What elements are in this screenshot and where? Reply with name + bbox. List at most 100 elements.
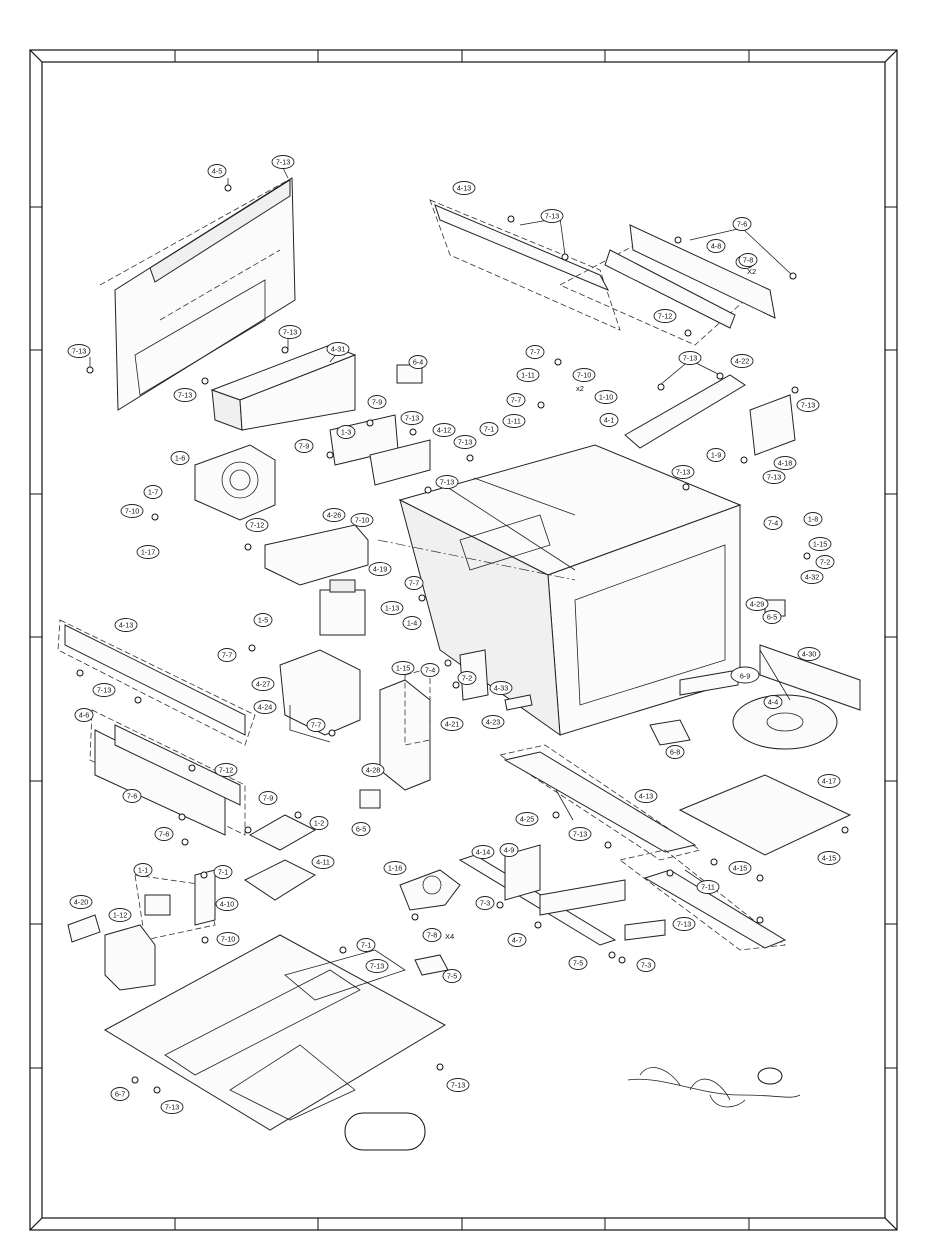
part-bottom-plate [678,774,852,856]
svg-text:4-12: 4-12 [437,426,451,435]
callout-1-11: 1-11 [502,414,526,428]
callout-4-7: 4-7 [507,933,527,947]
svg-text:1-12: 1-12 [113,911,127,920]
callout-1-11: 1-11 [516,368,540,382]
svg-text:7-7: 7-7 [530,348,540,357]
part-bracket [749,394,796,456]
svg-text:7-13: 7-13 [451,1081,465,1090]
svg-text:1-6: 1-6 [175,454,185,463]
svg-text:7-9: 7-9 [263,794,273,803]
screws [76,184,849,1094]
svg-text:7-13: 7-13 [573,830,587,839]
svg-text:7-10: 7-10 [125,507,139,516]
callout-7-13: 7-13 [671,465,695,479]
callout-7-12: 7-12 [214,763,238,777]
svg-text:7-5: 7-5 [447,972,457,981]
part-base-plate [103,934,447,1131]
part-fan-motor [194,444,276,521]
svg-text:4-4: 4-4 [768,698,778,707]
part-small-labels [359,364,786,976]
svg-text:4-25: 4-25 [520,815,534,824]
callout-4-33: 4-33 [489,681,513,695]
svg-text:7-10: 7-10 [355,516,369,525]
callout-7-10: 7-10 [350,513,374,527]
callout-7-6: 7-6 [154,827,174,841]
callout-4-21: 4-21 [440,717,464,731]
callout-6-4: 6-4 [408,355,428,369]
svg-text:4-23: 4-23 [486,718,500,727]
svg-text:6-5: 6-5 [356,825,366,834]
svg-text:4-11: 4-11 [316,858,330,867]
svg-text:4-7: 4-7 [512,936,522,945]
svg-text:7-13: 7-13 [370,962,384,971]
callout-7-13: 7-13 [672,917,696,931]
svg-text:4-29: 4-29 [750,600,764,609]
callout-7-9: 7-9 [367,395,387,409]
callout-4-13: 4-13 [452,181,476,195]
callout-1-9: 1-9 [706,448,726,462]
svg-text:7-8: 7-8 [743,256,753,265]
callout-4-10: 4-10 [215,897,239,911]
svg-text:7-2: 7-2 [820,558,830,567]
svg-text:4-19: 4-19 [373,565,387,574]
callout-7-13: 7-13 [678,351,702,365]
callout-7-1: 7-1 [356,938,376,952]
callout-6-9-large: 6-9 [730,666,760,684]
svg-text:1-15: 1-15 [813,540,827,549]
svg-text:4-10: 4-10 [220,900,234,909]
callout-7-5: 7-5 [568,956,588,970]
part-magnetron [319,579,366,636]
callout-7-6: 7-6 [122,789,142,803]
callout-7-13: 7-13 [540,209,564,223]
callout-1-17: 1-17 [136,545,160,559]
svg-text:7-13: 7-13 [178,391,192,400]
callout-7-7: 7-7 [404,576,424,590]
callout-7-4: 7-4 [763,516,783,530]
callout-1-12: 1-12 [108,908,132,922]
callout-4-28: 4-28 [361,763,385,777]
callout-4-32: 4-32 [800,570,824,584]
part-turntable-motor [399,869,461,911]
callout-4-8: 4-8 [706,239,726,253]
svg-text:7-9: 7-9 [372,398,382,407]
svg-text:7-12: 7-12 [219,766,233,775]
callout-7-13: 7-13 [453,435,477,449]
callout-7-12: 7-12 [245,518,269,532]
callout-4-17: 4-17 [817,774,841,788]
svg-text:4-27: 4-27 [256,680,270,689]
callout-7-13: 7-13 [568,827,592,841]
svg-text:7-13: 7-13 [767,473,781,482]
callout-6-5: 6-5 [762,610,782,624]
callout-1-1: 1-1 [133,863,153,877]
svg-text:4-28: 4-28 [366,766,380,775]
svg-text:7-13: 7-13 [545,212,559,221]
callout-7-7: 7-7 [306,718,326,732]
svg-text:1-8: 1-8 [808,515,818,524]
callout-4-14: 4-14 [471,845,495,859]
callout-4-27: 4-27 [251,677,275,691]
svg-text:1-5: 1-5 [258,616,268,625]
callout-7-12: 7-12 [653,309,677,323]
callout-4-5: 4-5 [207,164,227,178]
svg-text:6-9: 6-9 [740,672,750,681]
svg-text:7-10: 7-10 [221,935,235,944]
callout-7-13: 7-13 [796,398,820,412]
callout-7-9: 7-9 [258,791,278,805]
svg-text:4-30: 4-30 [802,650,816,659]
callout-7-11: 7-11 [696,880,720,894]
callout-7-8: 7-8 [738,253,758,267]
callout-1-4: 1-4 [402,616,422,630]
part-left-rail-group [57,619,256,836]
svg-text:6-4: 6-4 [413,358,423,367]
svg-text:7-8: 7-8 [427,931,437,940]
callout-7-13: 7-13 [435,475,459,489]
svg-text:7-4: 7-4 [768,519,778,528]
part-capacitor-group [134,869,216,941]
callout-1-6: 1-6 [170,451,190,465]
part-label-oval [344,1067,783,1151]
svg-text:4-20: 4-20 [74,898,88,907]
part-lower-rail-group [498,744,787,951]
callout-4-13: 4-13 [114,618,138,632]
svg-text:7-11: 7-11 [701,883,715,892]
